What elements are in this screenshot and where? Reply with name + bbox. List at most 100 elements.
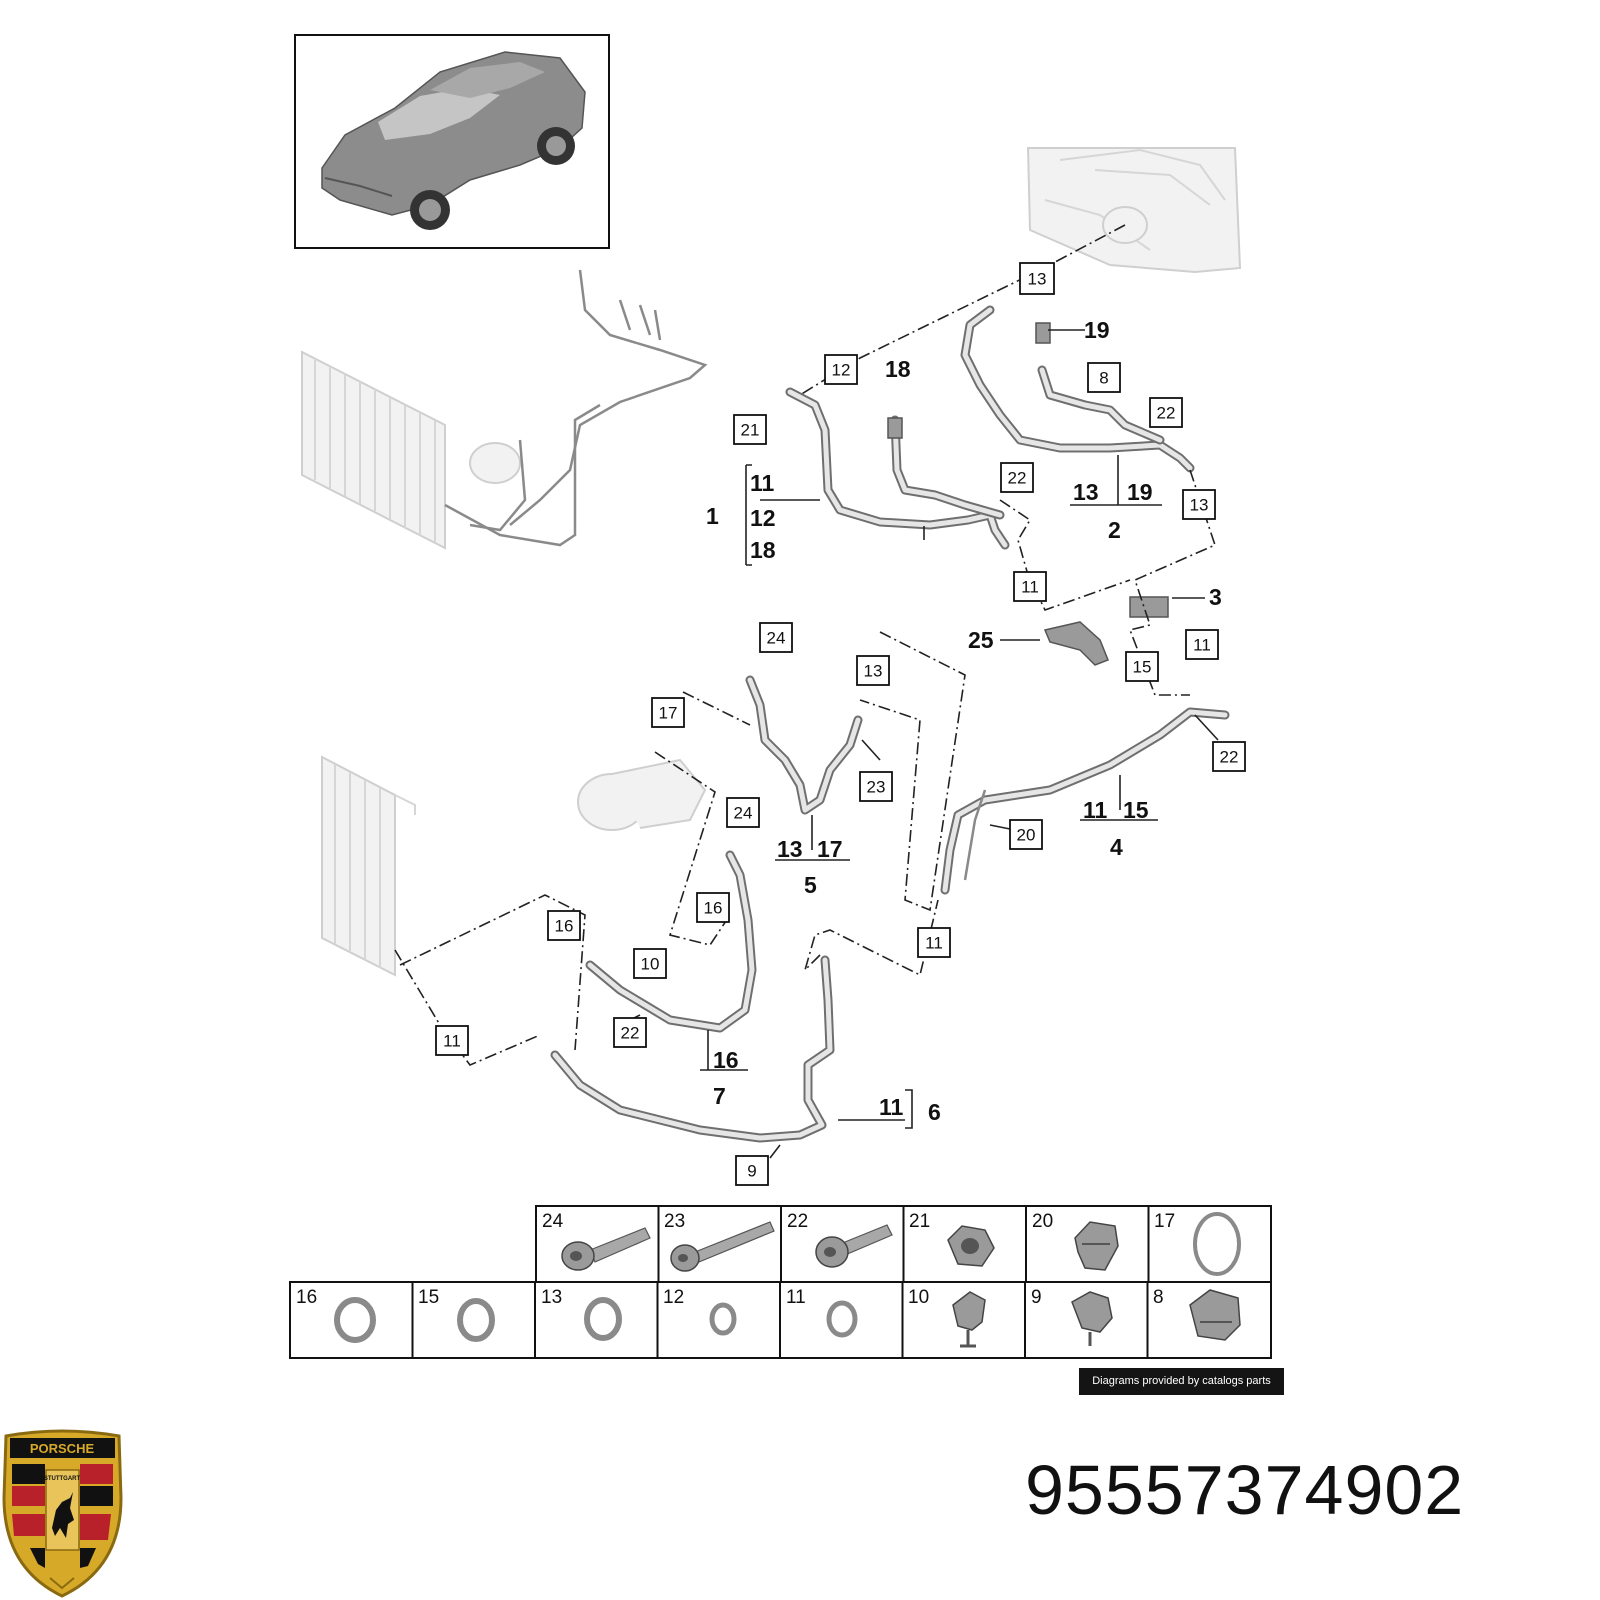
callout-box-b11d: 11 (917, 927, 951, 958)
callout-number: 16 (555, 917, 574, 936)
callout-box-b22d: 22 (613, 1017, 647, 1048)
callout-box-b17: 17 (651, 697, 685, 728)
callout-frame (547, 910, 581, 941)
callout-number: 21 (741, 421, 760, 440)
clip-9-icon (1071, 1291, 1113, 1346)
callout-number: 22 (1220, 748, 1239, 767)
callout-frame (1212, 741, 1246, 772)
callout-number: 12 (832, 361, 851, 380)
assembly-7-number: 7 (713, 1083, 726, 1109)
assembly-1-number: 1 (706, 503, 719, 529)
table-cell-16: 16 (296, 1287, 317, 1308)
callout-box-b21: 21 (733, 414, 767, 445)
bolt-22-icon (815, 1224, 893, 1268)
callout-frame (1185, 629, 1219, 660)
callout-box-b15: 15 (1125, 651, 1159, 682)
callout-box-b20: 20 (1009, 819, 1043, 850)
assembly-7-item-16: 16 (713, 1047, 739, 1073)
callout-frame (759, 622, 793, 653)
assembly-2-item-13: 13 (1073, 479, 1099, 505)
callout-number: 22 (621, 1024, 640, 1043)
callout-frame (824, 354, 858, 385)
callout-number: 22 (1008, 469, 1027, 488)
porsche-crest-logo: PORSCHE STUTTGART (2, 1429, 123, 1598)
callout-number: 13 (864, 662, 883, 681)
parts-table: 24 23 22 21 20 17 16 15 13 12 11 10 9 8 (289, 1205, 1272, 1359)
callout-number: 13 (1190, 496, 1209, 515)
callout-frame (435, 1025, 469, 1056)
evaporator-housing (1026, 147, 1242, 274)
leader-lines (629, 329, 1219, 1159)
assembly-5-number: 5 (804, 872, 817, 898)
overview-top (301, 269, 708, 550)
table-cell-11: 11 (786, 1287, 806, 1308)
callout-box-b22c: 22 (1212, 741, 1246, 772)
callout-box-b10: 10 (633, 948, 667, 979)
table-cell-10: 10 (908, 1287, 929, 1308)
callout-box-b13b: 13 (1182, 489, 1216, 520)
pipe-assembly-7 (585, 850, 757, 1033)
callout-box-b11c: 11 (435, 1025, 469, 1056)
clip-8-icon (1189, 1289, 1241, 1341)
assembly-1-item-18: 18 (750, 537, 776, 563)
callout-frame (1009, 819, 1043, 850)
clip-10-icon (952, 1291, 986, 1348)
callout-boxes: 1312218222213112413172315112220241616102… (435, 262, 1246, 1186)
callout-box-b8a: 8 (1087, 362, 1121, 393)
callout-frame (733, 414, 767, 445)
assembly-2-number: 2 (1108, 517, 1121, 543)
vehicle-thumbnail (294, 34, 610, 249)
table-cell-9: 9 (1031, 1287, 1042, 1308)
diagram-credit: Diagrams provided by catalogs parts (1079, 1368, 1284, 1395)
connection-lines (394, 224, 1216, 1066)
label-19: 19 (1084, 317, 1110, 343)
pipe-assembly-4 (940, 707, 1230, 895)
callout-frame (1000, 462, 1034, 493)
callout-box-b16a: 16 (696, 892, 730, 923)
table-cell-13: 13 (541, 1287, 562, 1308)
callout-number: 13 (1028, 270, 1047, 289)
callout-number: 11 (443, 1032, 461, 1051)
assembly-5-item-13: 13 (777, 836, 803, 862)
assembly-3-number: 3 (1209, 584, 1222, 610)
callout-number: 15 (1133, 658, 1152, 677)
table-cell-12: 12 (663, 1287, 684, 1308)
nut-21-icon (947, 1225, 995, 1267)
callout-frame (651, 697, 685, 728)
callout-box-b11b: 11 (1185, 629, 1219, 660)
callout-number: 23 (867, 778, 886, 797)
assembly-4-item-11: 11 (1083, 797, 1108, 823)
callout-number: 9 (747, 1162, 756, 1181)
table-cell-21: 21 (909, 1211, 930, 1232)
callout-number: 11 (1021, 578, 1039, 597)
callout-number: 24 (734, 804, 753, 823)
pipe-assembly-1 (785, 387, 1010, 550)
callout-frame (1125, 651, 1159, 682)
callout-box-b23: 23 (859, 771, 893, 802)
table-cell-17: 17 (1154, 1211, 1175, 1232)
callout-number: 16 (704, 899, 723, 918)
callout-number: 20 (1017, 826, 1036, 845)
assembly-1-item-12: 12 (750, 505, 776, 531)
callout-box-b13c: 13 (856, 655, 890, 686)
pipe-assembly-2 (960, 305, 1195, 473)
clip-20-icon (1074, 1221, 1119, 1271)
callout-number: 8 (1099, 369, 1108, 388)
assembly-6-number: 6 (928, 1099, 941, 1125)
bolt-24-icon (561, 1227, 651, 1271)
logo-city: STUTTGART (44, 1476, 81, 1482)
table-cell-8: 8 (1153, 1287, 1164, 1308)
table-cell-22: 22 (787, 1211, 808, 1232)
callout-box-b16b: 16 (547, 910, 581, 941)
assembly-6-item-11: 11 (879, 1094, 904, 1120)
ring-11-icon (826, 1300, 858, 1338)
pipe-assembly-5 (745, 675, 863, 815)
ring-17-icon (1193, 1212, 1241, 1276)
callout-frame (856, 655, 890, 686)
callout-frame (735, 1155, 769, 1186)
assembly-2-item-19: 19 (1127, 479, 1153, 505)
callout-frame (1149, 397, 1183, 428)
callout-frame (696, 892, 730, 923)
callout-frame (917, 927, 951, 958)
